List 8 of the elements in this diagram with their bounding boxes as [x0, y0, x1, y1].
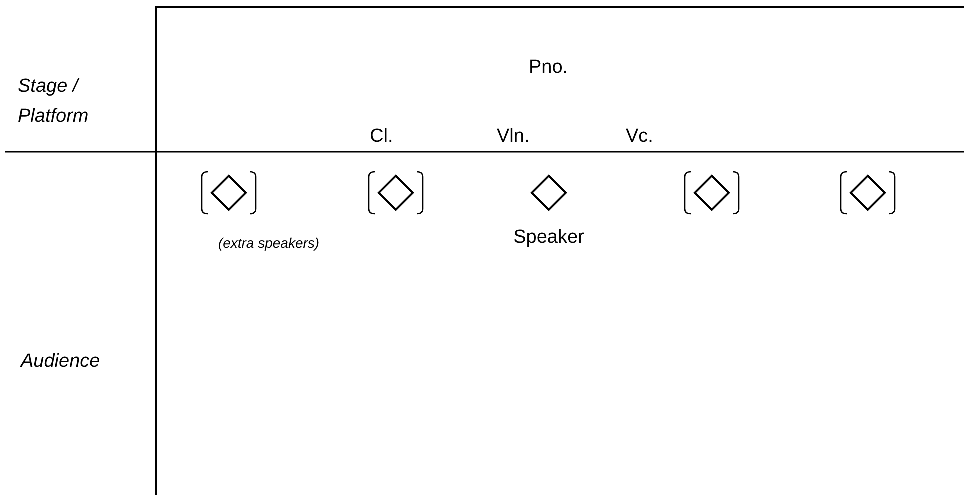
instrument-label: Cl. — [370, 126, 394, 148]
instrument-label: Vln. — [497, 126, 530, 148]
speaker-caption: (extra speakers) — [218, 235, 320, 251]
instrument-label: Vc. — [626, 126, 654, 148]
speaker-caption: Speaker — [514, 227, 584, 249]
instrument-label: Pno. — [529, 57, 568, 79]
area-label: Stage / Platform — [18, 75, 90, 129]
area-label: Audience — [21, 351, 100, 373]
